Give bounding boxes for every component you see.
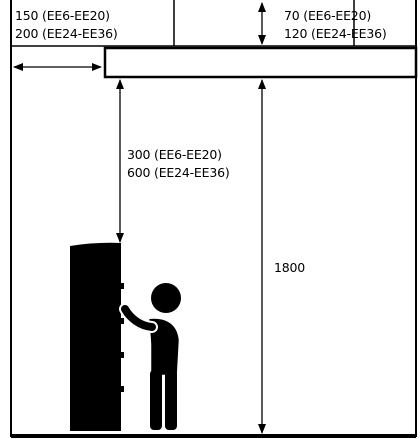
dimension-labels: 150 (EE6-EE20) 200 (EE24-EE36) 70 (EE6-E… (15, 8, 387, 275)
dimension-arrows (13, 2, 266, 434)
top-left-label-line2: 200 (EE24-EE36) (15, 26, 118, 41)
cabinet-body (70, 242, 121, 431)
middle-label-line2: 600 (EE24-EE36) (127, 165, 230, 180)
top-left-label-line1: 150 (EE6-EE20) (15, 8, 110, 23)
person-leg-left (150, 370, 162, 430)
top-right-label-line1: 70 (EE6-EE20) (284, 8, 371, 23)
cabinet (70, 242, 124, 431)
person-head (151, 283, 181, 313)
cabinet-shelf-1 (119, 283, 124, 289)
heater-unit (103, 46, 418, 79)
person-leg-right (165, 370, 177, 430)
person-arm-fill (121, 305, 156, 331)
cabinet-shelf-2 (119, 318, 124, 324)
cabinet-shelf-3 (119, 352, 124, 358)
person-figure (119, 283, 182, 430)
top-right-label-line2: 120 (EE24-EE36) (284, 26, 387, 41)
middle-label-line1: 300 (EE6-EE20) (127, 147, 222, 162)
height-label: 1800 (274, 260, 305, 275)
cabinet-shelf-4 (119, 386, 124, 392)
